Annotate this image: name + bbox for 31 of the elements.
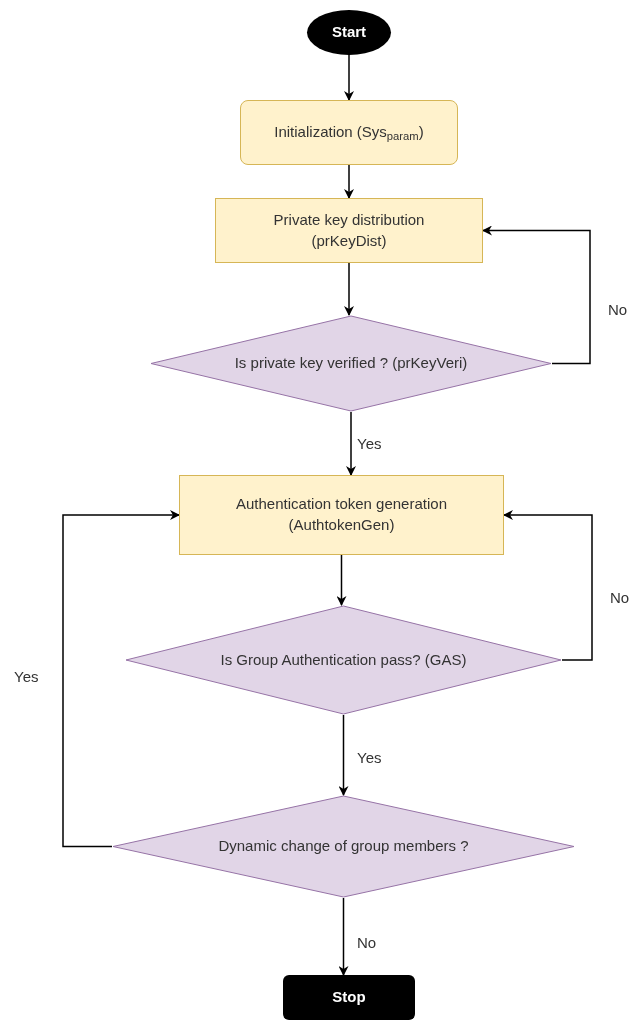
edge-label: No — [608, 302, 628, 317]
node-text: Initialization (Sys$_{param}$) — [273, 122, 425, 143]
stop-terminal — [283, 975, 415, 1020]
edge-label: Yes — [357, 750, 382, 765]
arrow — [338, 714, 349, 796]
process-box — [179, 475, 504, 555]
node-text: Start — [330, 22, 368, 43]
arrow — [344, 54, 354, 101]
decision-diamond — [150, 315, 552, 412]
arrow — [503, 510, 593, 661]
arrow — [344, 164, 354, 199]
arrow — [336, 554, 347, 606]
decision-diamond — [125, 605, 562, 715]
edge-label: No — [357, 935, 377, 950]
node-text: Private key distribution (prKeyDist) — [272, 209, 426, 251]
edge-label: No — [610, 590, 630, 605]
node-text: Dynamic change of group members ? — [217, 836, 470, 857]
arrow — [346, 411, 356, 476]
edge-label: Yes — [357, 436, 382, 451]
process-box — [215, 198, 483, 263]
edge-label: Yes — [14, 669, 39, 684]
process-box — [240, 100, 458, 165]
decision-diamond — [112, 795, 575, 898]
arrow — [344, 262, 354, 316]
arrow — [482, 225, 591, 365]
node-text: Stop — [331, 987, 367, 1008]
node-text: Is Group Authentication pass? (GAS) — [219, 649, 468, 670]
arrow — [338, 897, 349, 976]
arrow — [62, 510, 180, 848]
node-text: Is private key verified ? (prKeyVeri) — [233, 353, 469, 374]
node-text: Authentication token generation (AuthtokenGen) — [235, 494, 448, 535]
